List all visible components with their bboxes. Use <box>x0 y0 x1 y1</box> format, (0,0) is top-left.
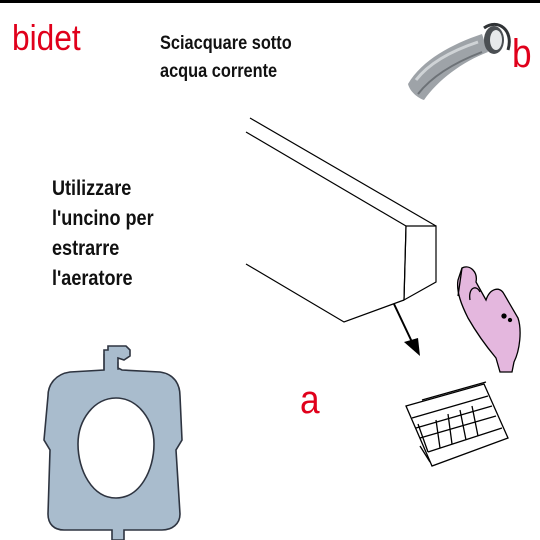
hook-line-4: l'aeratore <box>52 267 133 290</box>
spout-illustration <box>245 117 437 323</box>
rinse-line-1: Sciacquare sotto <box>160 33 292 54</box>
hook-line-3: estrarre <box>52 237 120 260</box>
down-arrow-icon <box>393 303 420 356</box>
aerator-hook-tool <box>43 345 183 540</box>
aerator-icon <box>405 381 509 467</box>
faucet-icon <box>408 22 511 100</box>
top-rule <box>0 0 540 3</box>
rinse-line-2: acqua corrente <box>160 61 278 82</box>
step-label-b: b <box>512 32 532 76</box>
section-label-bidet: bidet <box>12 17 81 58</box>
rinse-instruction: Sciacquare sotto acqua corrente <box>160 30 292 86</box>
hand-icon <box>456 266 521 373</box>
step-label-a: a <box>300 378 320 422</box>
hook-line-1: Utilizzare <box>52 177 132 200</box>
hook-line-2: l'uncino per <box>52 207 154 230</box>
hook-instruction: Utilizzare l'uncino per estrarre l'aerat… <box>52 174 154 294</box>
